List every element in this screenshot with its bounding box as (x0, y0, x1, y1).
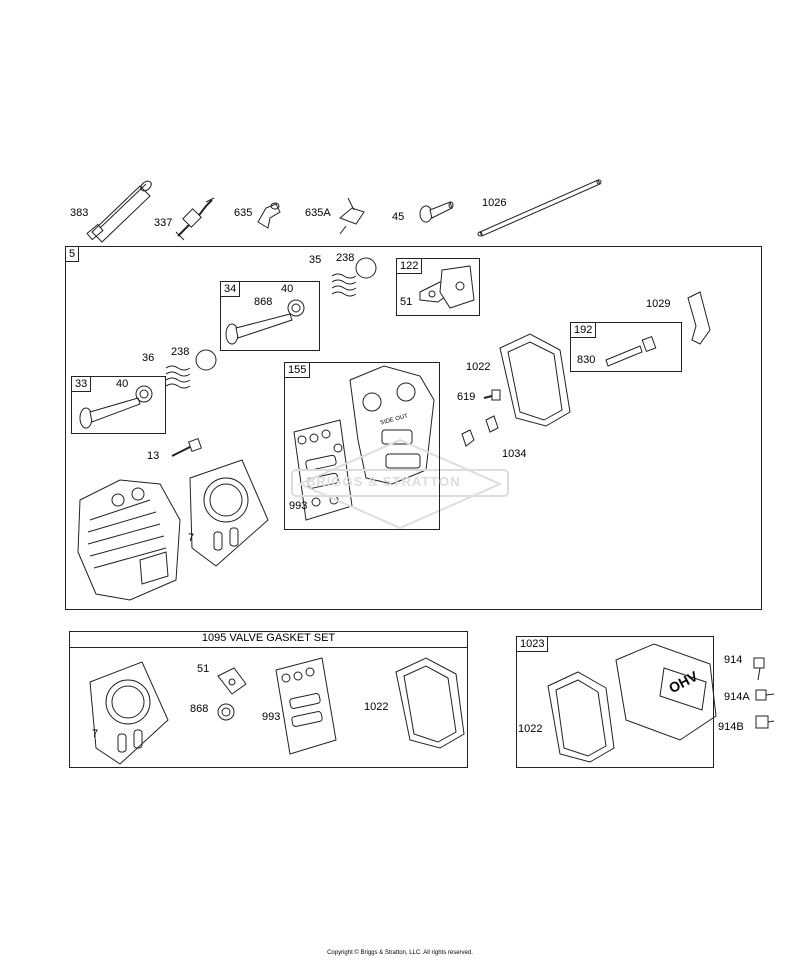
set-callout-7: 7 (92, 728, 99, 740)
box-33-tag: 33 (71, 376, 92, 392)
set-callout-868: 868 (190, 703, 209, 715)
part-34-valve-drawing (225, 299, 305, 345)
set-part-51-drawing (217, 667, 247, 695)
callout-1022: 1022 (466, 361, 491, 373)
callout-914: 914 (724, 654, 743, 666)
part-619-drawing (483, 389, 501, 401)
part-122-drawing (419, 265, 475, 309)
callout-35: 35 (309, 254, 322, 266)
part-36-drawing (165, 365, 191, 389)
part-45-drawing (419, 201, 454, 223)
callout-1026: 1026 (482, 197, 507, 209)
callout-635: 635 (234, 207, 253, 219)
set-part-1022-drawing (395, 657, 465, 749)
part-635A-drawing (339, 197, 365, 235)
set-part-993-drawing (275, 657, 337, 755)
part-238-top-drawing (355, 257, 377, 279)
cover-part-1022-drawing (547, 671, 615, 763)
part-337-drawing (175, 197, 215, 241)
valve-cover-drawing (615, 643, 717, 741)
part-914A-drawing (755, 689, 775, 701)
part-1029-drawing (687, 291, 711, 345)
part-1034-drawing (461, 415, 499, 447)
part-7-drawing (189, 459, 269, 567)
callout-13: 13 (147, 450, 160, 462)
callout-635A: 635A (305, 207, 331, 219)
box-155-tag: 155 (284, 362, 311, 378)
part-13-drawing (171, 437, 203, 457)
callout-238-left: 238 (171, 346, 190, 358)
part-1022-drawing (499, 333, 571, 427)
callout-40-box33: 40 (116, 378, 129, 390)
callout-868: 868 (254, 296, 273, 308)
callout-1034: 1034 (502, 448, 527, 460)
copyright-notice: Copyright © Briggs & Stratton, LLC. All … (327, 950, 473, 956)
watermark-logo (291, 438, 509, 530)
box-34-tag: 34 (220, 281, 241, 297)
box-192-tag: 192 (570, 322, 597, 338)
callout-830: 830 (577, 354, 596, 366)
set-part-868-drawing (217, 703, 235, 721)
callout-45: 45 (392, 211, 405, 223)
part-830-drawing (605, 336, 657, 367)
box-33 (71, 376, 166, 434)
box-122-tag: 122 (396, 258, 423, 274)
callout-1029: 1029 (646, 298, 671, 310)
part-238-left-drawing (195, 349, 217, 371)
group-1023-tag: 1023 (516, 636, 549, 652)
box-34 (220, 281, 320, 351)
cover-callout-1022: 1022 (518, 723, 543, 735)
set-callout-993: 993 (262, 711, 281, 723)
valve-gasket-set-title: 1095 VALVE GASKET SET (69, 631, 468, 648)
callout-238-top: 238 (336, 252, 355, 264)
watermark-text: BRIGGS & STRATTON (306, 474, 461, 489)
part-1026-drawing (477, 179, 602, 237)
callout-337: 337 (154, 217, 173, 229)
cylinder-head-drawing (77, 479, 181, 601)
part-35-drawing (331, 273, 357, 297)
group-1023-frame (516, 636, 714, 768)
part-383-drawing (86, 180, 152, 243)
box-122 (396, 258, 480, 316)
set-callout-1022: 1022 (364, 701, 389, 713)
callout-36: 36 (142, 352, 155, 364)
valve-gasket-set-frame (69, 631, 468, 768)
callout-619: 619 (457, 391, 476, 403)
callout-383: 383 (70, 207, 89, 219)
box-155 (284, 362, 440, 530)
part-1022-inner-drawing (507, 341, 563, 421)
callout-40-box34: 40 (281, 283, 294, 295)
callout-993: 993 (289, 500, 308, 512)
callout-7: 7 (188, 532, 195, 544)
part-914-drawing (753, 657, 765, 681)
group-5-frame (65, 246, 762, 610)
part-33-valve-drawing (79, 385, 153, 429)
set-part-7-drawing (89, 661, 169, 765)
group-5-number: 5 (65, 246, 80, 262)
callout-914B: 914B (718, 721, 744, 733)
part-914B-drawing (755, 715, 775, 729)
callout-914A: 914A (724, 691, 750, 703)
callout-51: 51 (400, 296, 413, 308)
set-callout-51: 51 (197, 663, 210, 675)
box-192 (570, 322, 682, 372)
part-635-drawing (257, 202, 281, 229)
